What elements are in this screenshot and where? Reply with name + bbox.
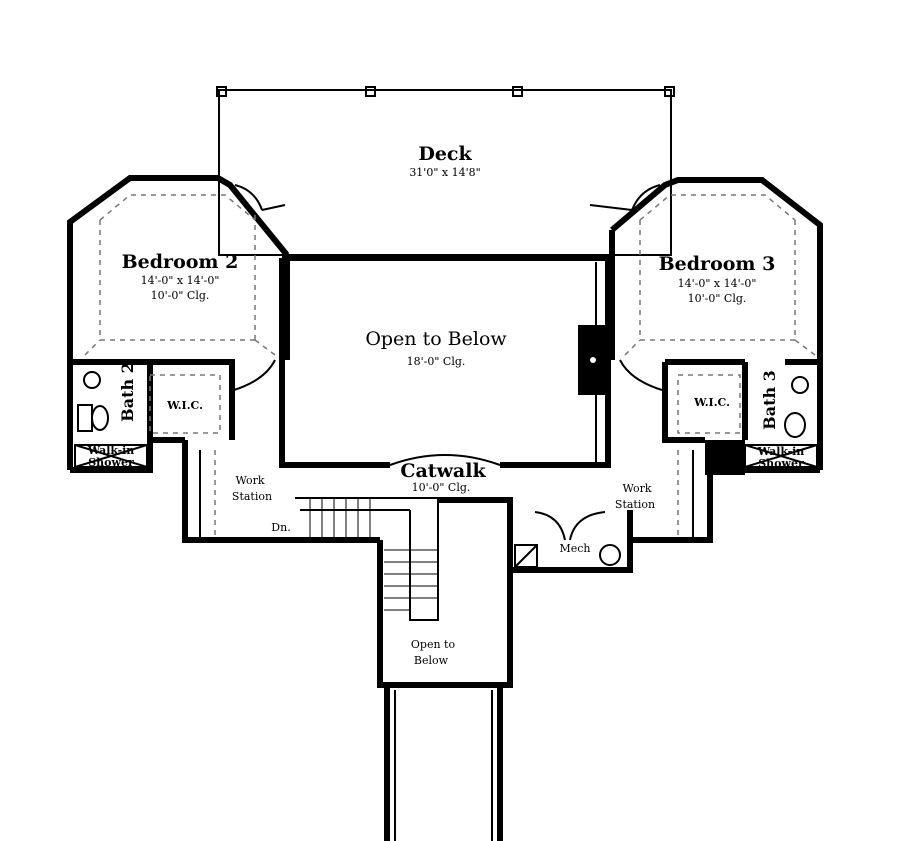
shower-right-line1: Walk-in xyxy=(757,445,805,458)
stair-open-line1: Open to xyxy=(411,638,456,651)
bath-2-area xyxy=(70,359,276,473)
shower-right-line2: Shower xyxy=(758,457,804,470)
open-to-below-label: Open to Below xyxy=(365,328,507,350)
stair-open-line2: Below xyxy=(414,654,449,667)
bedroom-2 xyxy=(67,175,290,470)
stairs-down-label: Dn. xyxy=(271,521,290,534)
bedroom-3-ceiling: 10'-0" Clg. xyxy=(688,292,747,305)
catwalk-ceiling: 10'-0" Clg. xyxy=(412,481,471,494)
bedroom-3-size: 14'-0" x 14'-0" xyxy=(678,277,757,290)
bedroom-2-label: Bedroom 2 xyxy=(122,251,239,273)
work-left-line2: Station xyxy=(232,490,272,503)
wic-right-label: W.I.C. xyxy=(693,396,730,409)
work-left-line1: Work xyxy=(235,474,264,487)
wic-left-label: W.I.C. xyxy=(166,399,203,412)
shower-left-line2: Shower xyxy=(88,456,134,469)
catwalk-label: Catwalk xyxy=(400,460,486,482)
work-right-line1: Work xyxy=(622,482,651,495)
mech-room xyxy=(507,510,633,573)
work-right-line2: Station xyxy=(615,498,655,511)
bath-3-label: Bath 3 xyxy=(760,370,779,430)
bath-2-label: Bath 2 xyxy=(118,362,137,422)
open-to-below-ceiling: 18'-0" Clg. xyxy=(407,355,466,368)
open-to-below xyxy=(279,255,611,468)
bedroom-3-label: Bedroom 3 xyxy=(659,253,776,275)
lower-landing xyxy=(384,685,503,841)
shower-left-line1: Walk-in xyxy=(87,444,135,457)
deck-size: 31'0" x 14'8" xyxy=(409,166,480,179)
deck-label: Deck xyxy=(418,143,472,165)
work-stations xyxy=(182,440,713,543)
bedroom-2-ceiling: 10'-0" Clg. xyxy=(151,289,210,302)
bedroom-3 xyxy=(589,177,823,470)
stairs[interactable] xyxy=(295,497,513,688)
bedroom-2-size: 14'-0" x 14'-0" xyxy=(141,274,220,287)
mech-label: Mech xyxy=(559,542,590,555)
catwalk-curve xyxy=(389,454,501,466)
